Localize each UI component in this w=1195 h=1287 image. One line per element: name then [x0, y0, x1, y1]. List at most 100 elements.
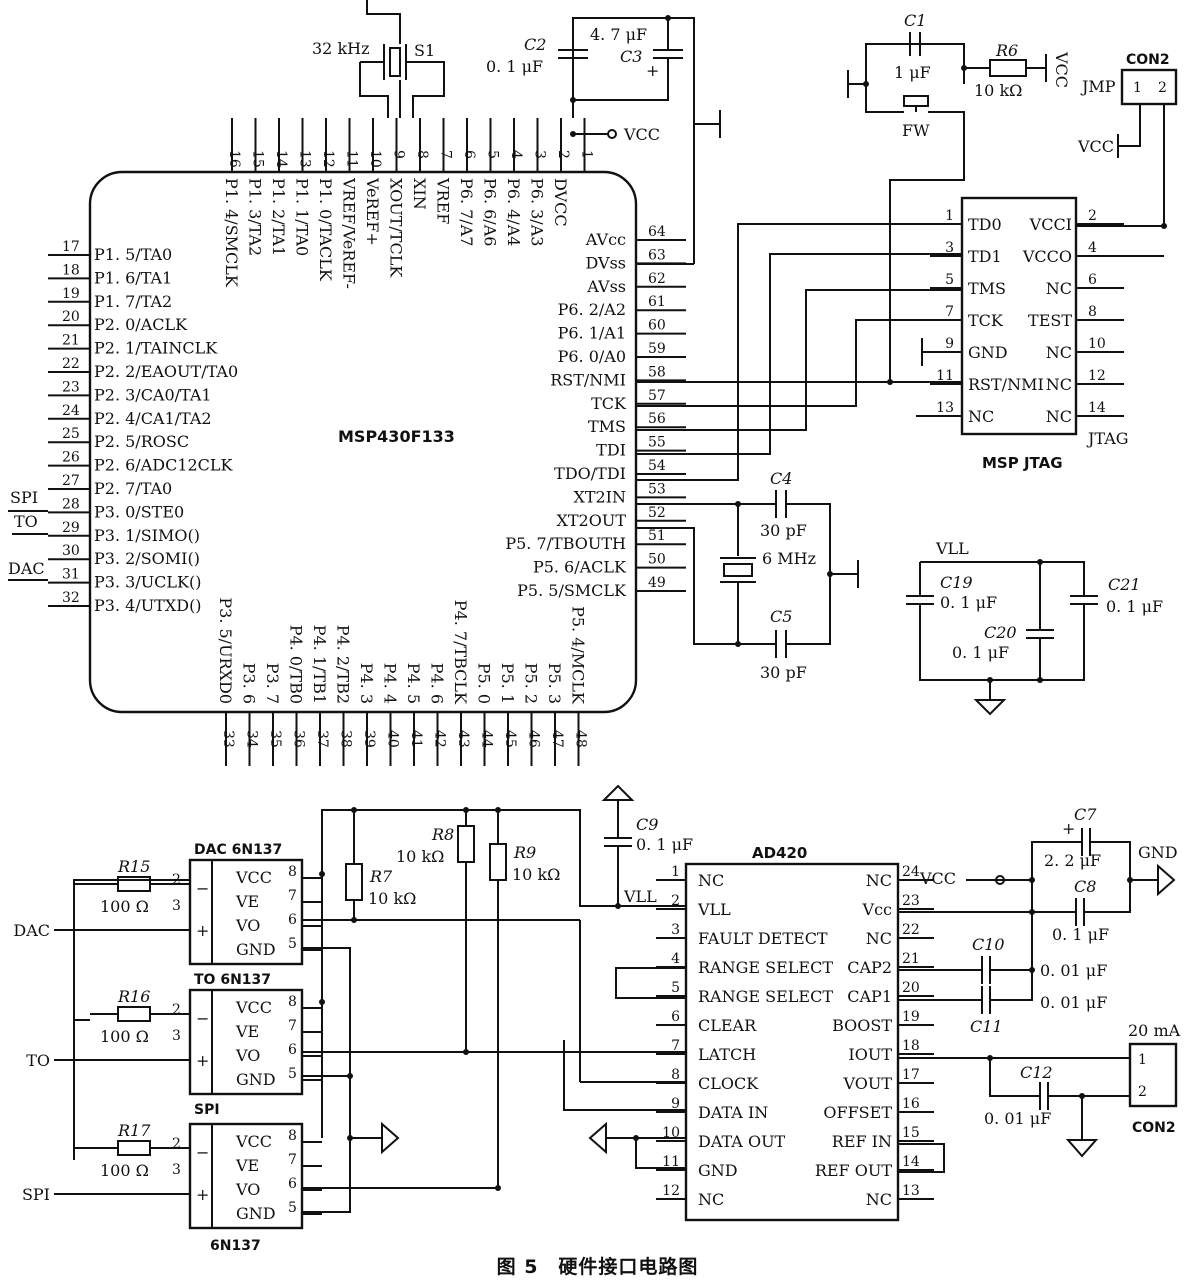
c12-ref: C12	[1020, 1063, 1053, 1082]
mcu-bottom-pin-label: P4. 0/TB0	[287, 625, 306, 704]
opto-plus: +	[196, 1051, 209, 1070]
mcu-right-pin-label: P5. 7/TBOUTH	[505, 534, 626, 553]
mcu-bottom-pin-label: P4. 3	[357, 663, 376, 704]
opto-plus: +	[196, 921, 209, 940]
opto-title: TO 6N137	[194, 972, 271, 988]
c7-value: 2. 2 μF	[1044, 851, 1101, 870]
opto-pin-label: GND	[236, 1070, 276, 1089]
opto-pin-label: VE	[235, 892, 259, 911]
con2-jmp-name: CON2	[1126, 52, 1170, 68]
mcu-bottom-pin-label: P5. 3	[545, 663, 564, 704]
mcu-left-pin-num: 18	[62, 262, 80, 278]
ad420-right-pin-label: CAP1	[847, 987, 892, 1006]
opto-pin-num: 5	[288, 936, 297, 952]
r8-ref: R8	[431, 825, 454, 844]
c1-value: 1 μF	[894, 63, 931, 82]
ad420-right-pin-num: 15	[902, 1125, 920, 1141]
c7-plus: +	[1062, 819, 1075, 838]
opto-minus: −	[196, 1143, 209, 1162]
c4-value: 30 pF	[760, 521, 807, 540]
opto-minus: −	[196, 879, 209, 898]
crystal-32khz: 32 kHz S1	[312, 0, 445, 118]
c10-ref: C10	[972, 935, 1005, 954]
ad420-left-pin-num: 6	[671, 1009, 680, 1025]
mcu-right-pin-label: XT2OUT	[556, 511, 626, 530]
mcu-left-pin-num: 30	[62, 543, 80, 559]
ad420-left-pin-num: 5	[671, 980, 680, 996]
c21-ref: C21	[1108, 575, 1141, 594]
ad420-right-pin-num: 19	[902, 1009, 920, 1025]
ad420-right-pin-label: Vcc	[862, 900, 893, 919]
mcu-bottom-pin-num: 48	[573, 730, 589, 748]
ad420-vcc-label: VCC	[919, 869, 956, 888]
mcu-left-pin-num: 27	[62, 473, 80, 489]
ad420-right-pin-num: 20	[902, 980, 920, 996]
opto-res-ref: R16	[117, 987, 150, 1006]
opto-pin-num: 7	[288, 1018, 297, 1034]
opto-pin-label: VE	[235, 1156, 259, 1175]
con2-out-current: 20 mA	[1128, 1021, 1181, 1040]
ad420-left-pin-label: RANGE SELECT	[698, 958, 833, 977]
mcu-top-pin-label: P6. 6/A6	[481, 178, 500, 246]
opto-res-value: 100 Ω	[100, 1027, 149, 1046]
ad420-right-pin-num: 13	[902, 1183, 920, 1199]
mcu-left-pin-num: 29	[62, 520, 80, 536]
mcu-right-pin-num: 53	[648, 481, 666, 497]
opto-pin-num: 7	[288, 1152, 297, 1168]
mcu-bottom-pin-label: P5. 4/MCLK	[569, 606, 588, 705]
ad420-left-pin-label: FAULT DETECT	[698, 929, 828, 948]
mcu-left-pin-num: 23	[62, 379, 80, 395]
mcu-name: MSP430F133	[338, 427, 455, 446]
net-spi-mcu: SPI	[10, 488, 38, 507]
mcu-bottom-pin-num: 43	[455, 730, 471, 748]
mcu-top-pin-label: P6. 3/A3	[528, 178, 547, 246]
jtag-left-pin-label: TD1	[968, 247, 1002, 266]
ad420-name: AD420	[752, 844, 807, 862]
mcu-top-pin-label: P1. 2/TA1	[269, 178, 288, 256]
mcu-top-pin-num: 7	[438, 150, 454, 159]
mcu-top-pin-label: DVCC	[551, 178, 570, 227]
vll-net: VLL	[935, 539, 969, 558]
mcu-left-pin-label: P1. 7/TA2	[94, 292, 172, 311]
jtag-left-pin-label: TMS	[968, 279, 1006, 298]
mcu-top-pin-label: P1. 0/TACLK	[316, 178, 335, 282]
ad420-left-pin-num: 12	[662, 1183, 680, 1199]
ad420-right-pin-label: OFFSET	[823, 1103, 892, 1122]
ad420-right-pin-label: NC	[866, 1190, 892, 1209]
net-to-mcu: TO	[14, 512, 38, 531]
mcu-right-pin-label: XT2IN	[573, 487, 626, 506]
mcu-left-pin-label: P1. 5/TA0	[94, 245, 172, 264]
jtag-left-pin-num: 5	[945, 272, 954, 288]
mcu-left-pin-num: 22	[62, 356, 80, 372]
ad420-left-pin-label: DATA IN	[698, 1103, 768, 1122]
opto-pin-2: 2	[172, 1136, 181, 1152]
r8-value: 10 kΩ	[396, 847, 444, 866]
opto-pin-num: 6	[288, 1042, 297, 1058]
mcu-bottom-pin-num: 33	[220, 730, 236, 748]
jtag-right-pin-label: NC	[1046, 375, 1072, 394]
mcu-top-pin-num: 5	[485, 150, 501, 159]
jtag-left-pin-num: 3	[945, 240, 954, 256]
crystal-32khz-ref: S1	[414, 41, 435, 60]
jtag-right-pin-num: 4	[1088, 240, 1097, 256]
mcu-left-pin-label: P3. 4/UTXD()	[94, 596, 202, 615]
mcu-top-pin-label: VREF/VeREF-	[340, 177, 359, 289]
mcu-top-pin-num: 10	[367, 150, 383, 168]
con2-jmp-label: JMP	[1080, 77, 1116, 96]
con2-out-name: CON2	[1132, 1120, 1176, 1136]
r9-value: 10 kΩ	[512, 865, 560, 884]
crystal-32khz-body	[389, 47, 401, 77]
opto-res-ref: R15	[117, 857, 150, 876]
jtag-left-pin-num: 7	[945, 304, 954, 320]
mcu-bottom-pin-label: P4. 4	[381, 663, 400, 704]
jtag-right-pin-num: 14	[1088, 400, 1106, 416]
ad420-right-pin-num: 17	[902, 1067, 920, 1083]
c10-value: 0. 01 μF	[1040, 961, 1107, 980]
mcu-top-pin-num: 1	[579, 150, 595, 159]
